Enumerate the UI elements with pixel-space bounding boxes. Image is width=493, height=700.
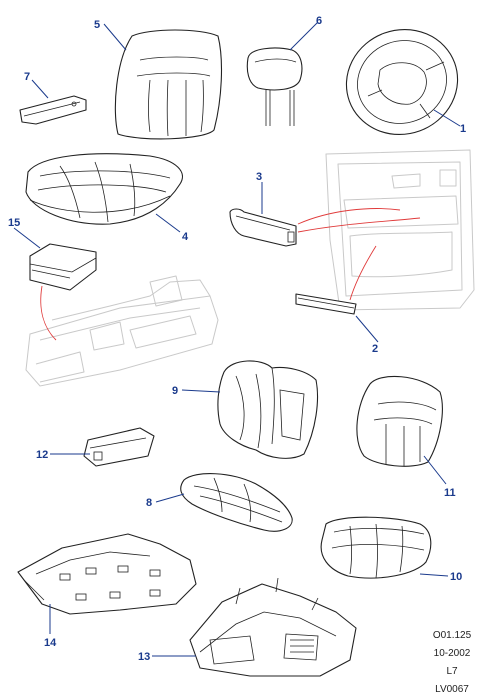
- callout-leaders: [13, 21, 461, 657]
- callout-8: 8: [146, 497, 152, 509]
- callout-1: 1: [460, 123, 466, 135]
- part-door-armrest: [229, 208, 297, 247]
- red-leader-console: [40, 285, 57, 341]
- part-bracket: [19, 95, 87, 125]
- callout-9: 9: [172, 385, 178, 397]
- part-seat-cushion-right: [320, 516, 432, 579]
- red-leader-armrest-2: [297, 217, 421, 233]
- callout-7: 7: [24, 71, 30, 83]
- part-front-seat-back-2: [356, 375, 443, 467]
- ghost-center-console: [25, 275, 219, 387]
- stamp-line-4: LV0067: [435, 684, 469, 695]
- part-console-cover: [29, 243, 97, 291]
- callout-5: 5: [94, 19, 100, 31]
- stamp-line-3: L7: [446, 666, 458, 677]
- part-door-trim-strip: [295, 293, 357, 315]
- callout-15: 15: [8, 217, 20, 229]
- callout-10: 10: [450, 571, 462, 583]
- part-trim-piece: [83, 427, 155, 467]
- part-floor-carpet: [17, 533, 197, 615]
- callout-14: 14: [44, 637, 57, 649]
- reference-stamp: O01.125 10-2002 L7 LV0067: [433, 630, 472, 695]
- part-steering-wheel: [345, 28, 459, 136]
- red-leader-armrest: [297, 208, 401, 225]
- callout-12: 12: [36, 449, 48, 461]
- ghost-door-panel: [325, 149, 475, 311]
- part-rear-seat-back: [217, 360, 319, 459]
- callout-2: 2: [372, 343, 378, 355]
- stamp-line-1: O01.125: [433, 630, 472, 641]
- part-rear-seat-cushion: [180, 473, 293, 532]
- callout-3: 3: [256, 171, 262, 183]
- part-front-seat-back: [114, 29, 223, 140]
- callout-4: 4: [182, 231, 189, 243]
- part-headrest: [246, 47, 303, 126]
- callout-13: 13: [138, 651, 150, 663]
- callout-6: 6: [316, 15, 322, 27]
- callout-11: 11: [444, 487, 456, 499]
- stamp-line-2: 10-2002: [434, 648, 471, 659]
- part-front-floor-carpet: [189, 577, 357, 677]
- red-leader-trim: [349, 245, 377, 301]
- part-front-seat-cushion: [25, 153, 183, 225]
